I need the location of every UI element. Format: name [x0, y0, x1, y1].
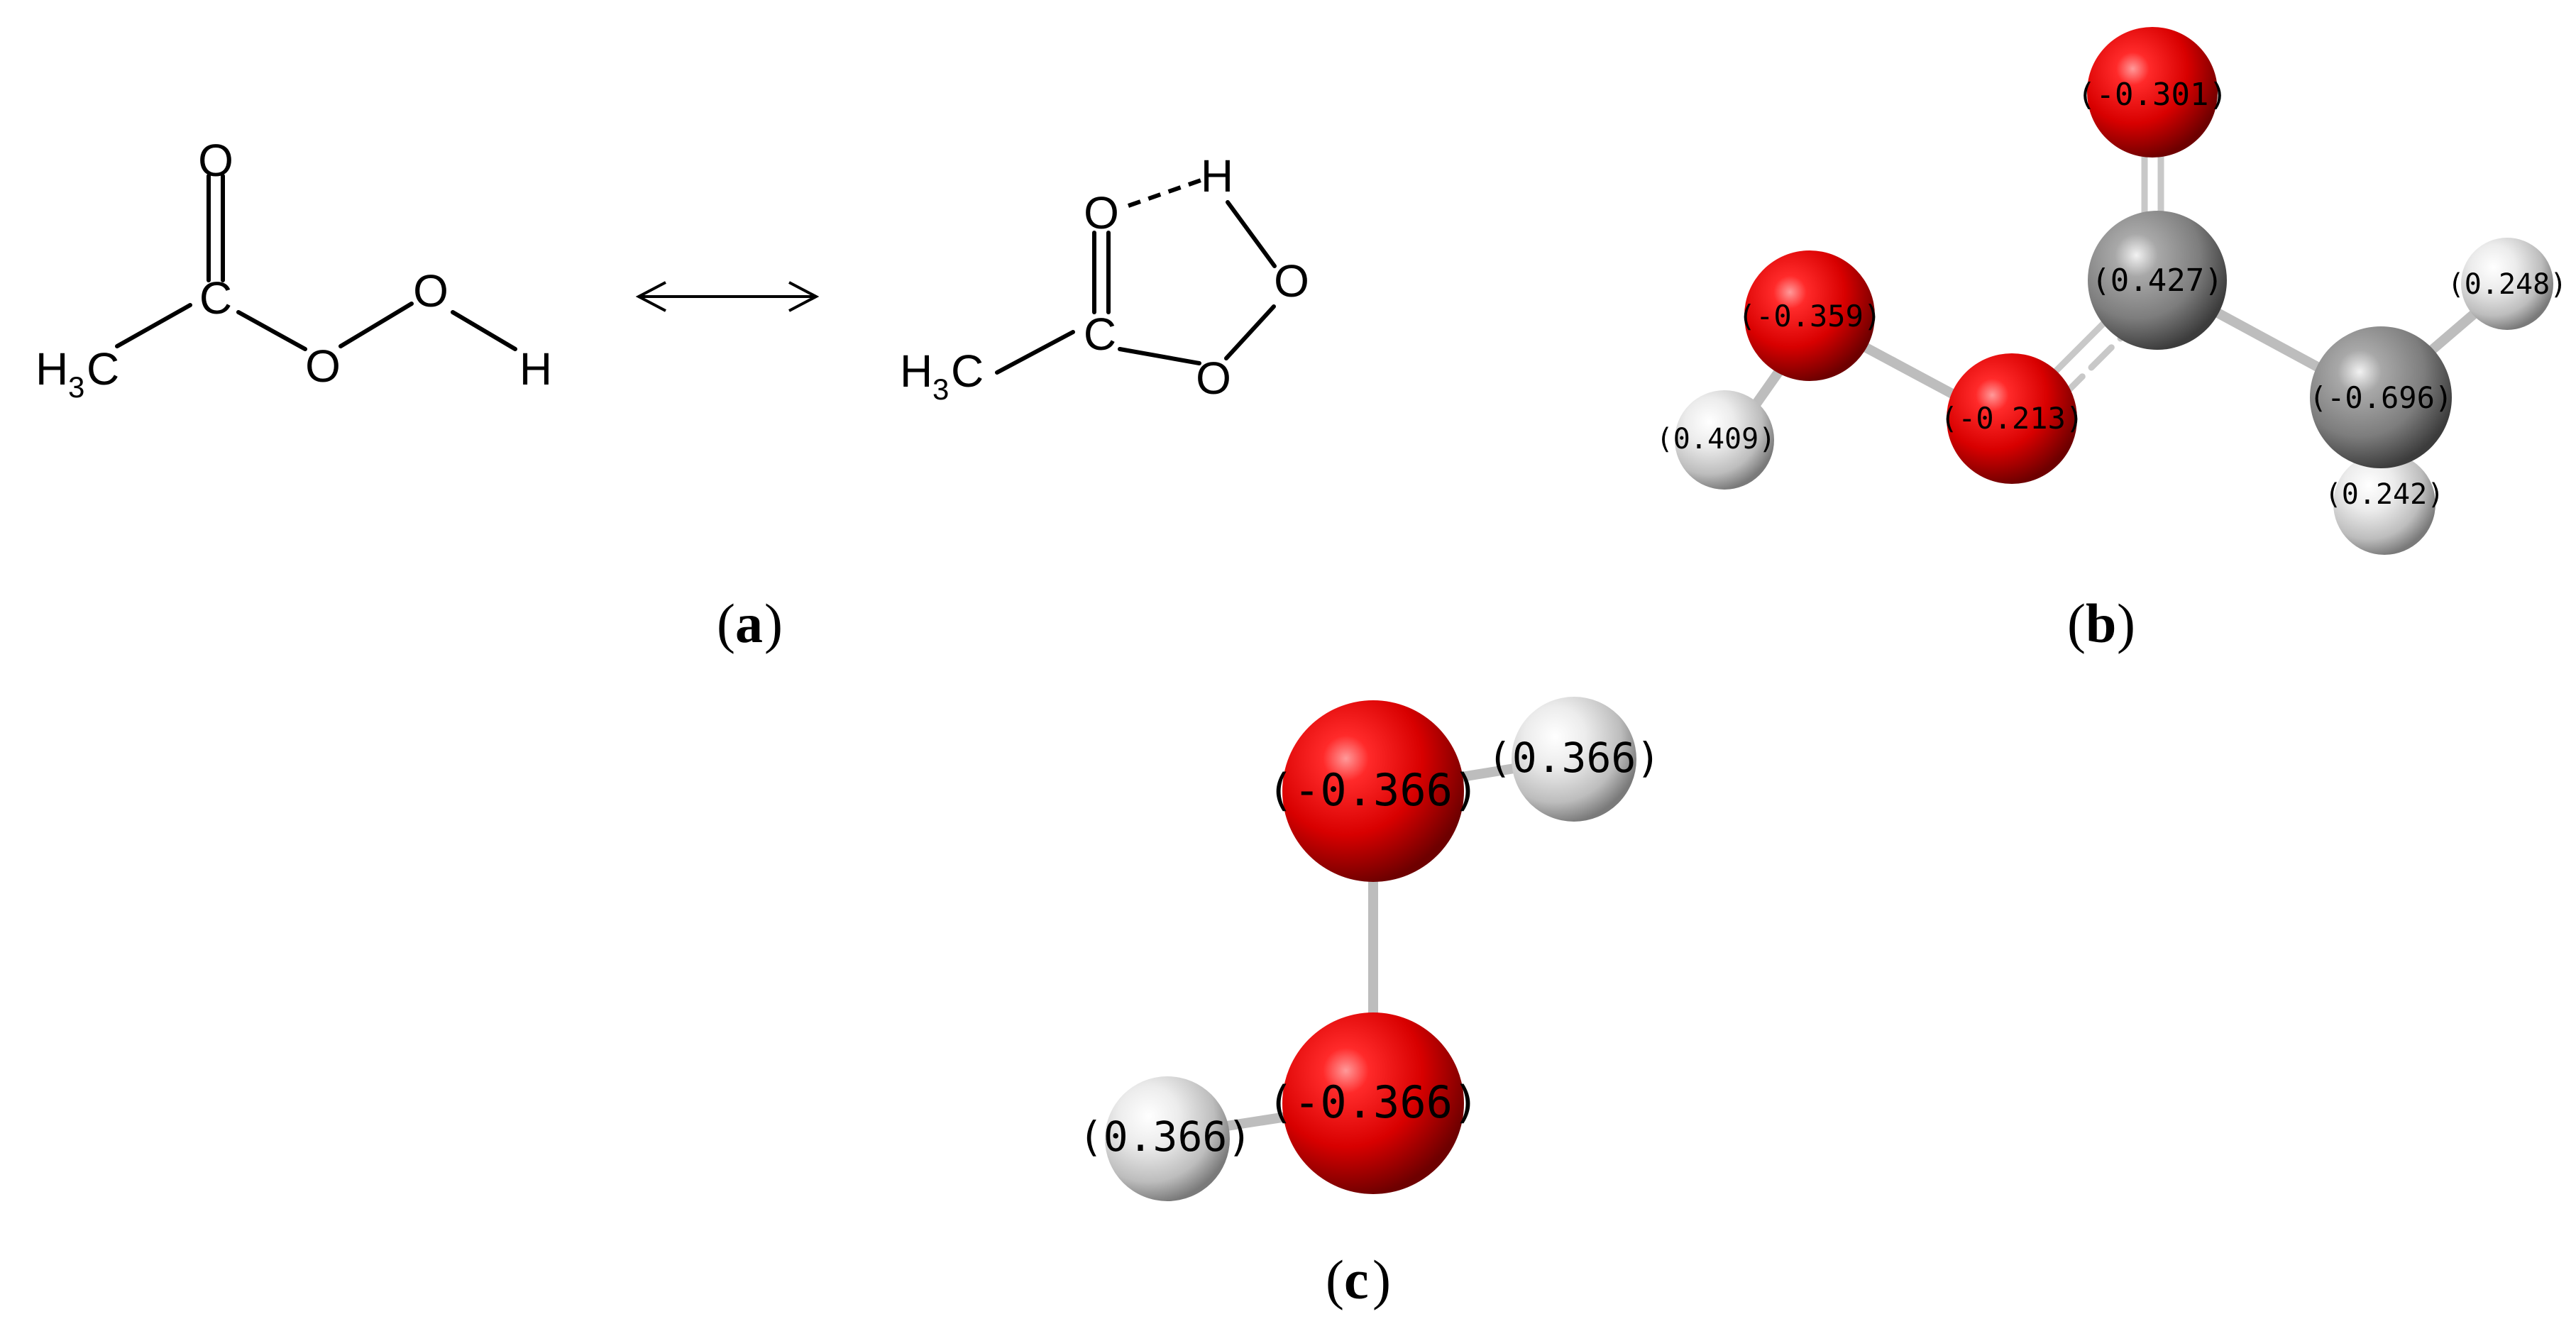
panel-a: O C H 3 C O O H O H C H 3 — [35, 135, 1309, 654]
svg-text:(-0.301): (-0.301) — [2077, 77, 2228, 113]
bond-c-o — [236, 310, 307, 351]
atom-carbonyl-o: O — [198, 135, 233, 186]
caption-c: ( c ) — [1326, 1249, 1391, 1310]
svg-text:(-0.359): (-0.359) — [1738, 299, 1881, 333]
caption-b: ( b ) — [2067, 592, 2135, 654]
svg-text:(0.366): (0.366) — [1487, 734, 1661, 782]
charge-h-bottom: 0.366 — [1103, 1113, 1228, 1161]
peracetic-acid-structure: O C H 3 C O O H — [35, 135, 552, 404]
panel-b: (-0.301) (0.427) (0.248) (-0.359) (-0.21… — [1656, 27, 2567, 654]
caption-b-letter: b — [2086, 592, 2116, 654]
bond-c-o — [1118, 347, 1201, 365]
atom-hydroxyl-h: H — [519, 343, 552, 394]
panel-c: (-0.366) (0.366) (-0.366) (0.366) ( c ) — [1079, 697, 1661, 1310]
atom-ring-o-lower: O — [1196, 353, 1231, 404]
svg-text:): ) — [764, 592, 783, 654]
atom-h-top — [2461, 238, 2553, 330]
bond-o-o — [338, 302, 414, 348]
svg-text:(0.427): (0.427) — [2091, 263, 2223, 299]
charge-o-top: -0.366 — [1294, 764, 1453, 816]
svg-text:(: ( — [2067, 592, 2086, 654]
svg-text:(0.409): (0.409) — [1656, 423, 1776, 456]
charge-o-bottom: -0.366 — [1294, 1076, 1453, 1128]
atom-h-hydroxyl — [1675, 390, 1774, 490]
atom-o-top — [2087, 27, 2218, 158]
atom-hydroxyl-o: O — [413, 265, 448, 316]
svg-text:(0.242): (0.242) — [2325, 478, 2445, 511]
bond-o-h — [451, 310, 517, 351]
atom-h-methyl-bottom — [2333, 453, 2435, 555]
svg-text:(-0.696): (-0.696) — [2309, 380, 2453, 415]
bond-ch3-c — [115, 303, 192, 348]
charge-o-hydroxyl: -0.359 — [1756, 299, 1864, 333]
atom-ring-o-upper: O — [1274, 255, 1309, 307]
atom-methyl-h: H — [900, 346, 932, 397]
svg-text:(0.248): (0.248) — [2448, 268, 2567, 301]
svg-text:(0.366): (0.366) — [1079, 1113, 1252, 1161]
caption-c-letter: c — [1344, 1249, 1369, 1310]
svg-text:(-0.366): (-0.366) — [1267, 764, 1480, 816]
atom-c-carbonyl — [2088, 211, 2227, 350]
caption-a: ( a ) — [717, 592, 783, 654]
double-headed-arrow — [635, 281, 820, 312]
charge-h-top: 0.248 — [2465, 268, 2550, 301]
hydrogen-bond-dashed — [1128, 177, 1206, 208]
svg-text:): ) — [2117, 592, 2135, 654]
atom-methyl-subscript: 3 — [68, 370, 84, 404]
atom-carbon: C — [1084, 309, 1116, 360]
svg-text:): ) — [1372, 1249, 1391, 1310]
h-bonded-ring-structure: O H C H 3 C O O — [900, 150, 1309, 406]
atom-o-hydroxyl — [1744, 250, 1875, 381]
atom-carbon: C — [199, 272, 232, 324]
svg-text:(: ( — [717, 592, 735, 654]
charge-c-carbonyl: 0.427 — [2110, 263, 2204, 299]
charge-h-methyl-bottom: 0.242 — [2342, 478, 2427, 511]
charge-c-methyl: -0.696 — [2327, 380, 2435, 415]
svg-text:(-0.213): (-0.213) — [1940, 401, 2084, 436]
charge-o-top: -0.301 — [2096, 77, 2209, 113]
caption-a-letter: a — [735, 592, 763, 654]
atom-o-top — [1282, 700, 1464, 882]
charge-h-top: 0.366 — [1512, 734, 1636, 782]
panel-b-charge-labels: (-0.301) (0.427) (0.248) (-0.359) (-0.21… — [1656, 77, 2567, 511]
atom-methyl-h: H — [35, 343, 68, 394]
atom-h-bottom — [1105, 1076, 1230, 1201]
svg-text:(: ( — [1326, 1249, 1344, 1310]
atom-bridge-h: H — [1201, 150, 1233, 201]
atom-o-ester — [1947, 353, 2077, 484]
atom-h-top — [1512, 697, 1636, 822]
atom-methyl-subscript: 3 — [932, 372, 949, 406]
atom-methyl-c: C — [951, 346, 984, 397]
charge-o-ester: -0.213 — [1958, 401, 2066, 436]
atom-c-methyl — [2310, 326, 2452, 468]
atom-ester-o: O — [305, 341, 341, 392]
bond-ch3-c — [995, 330, 1075, 375]
charge-h-hydroxyl: 0.409 — [1673, 423, 1758, 456]
svg-text:(-0.366): (-0.366) — [1267, 1076, 1480, 1128]
bond-o-h — [1226, 200, 1277, 268]
atom-o-bottom — [1282, 1012, 1464, 1194]
bond-o-o — [1224, 304, 1276, 360]
atom-methyl-c: C — [87, 343, 119, 394]
panel-c-charge-labels: (-0.366) (0.366) (-0.366) (0.366) — [1079, 734, 1661, 1161]
atom-carbonyl-o: O — [1084, 187, 1119, 238]
